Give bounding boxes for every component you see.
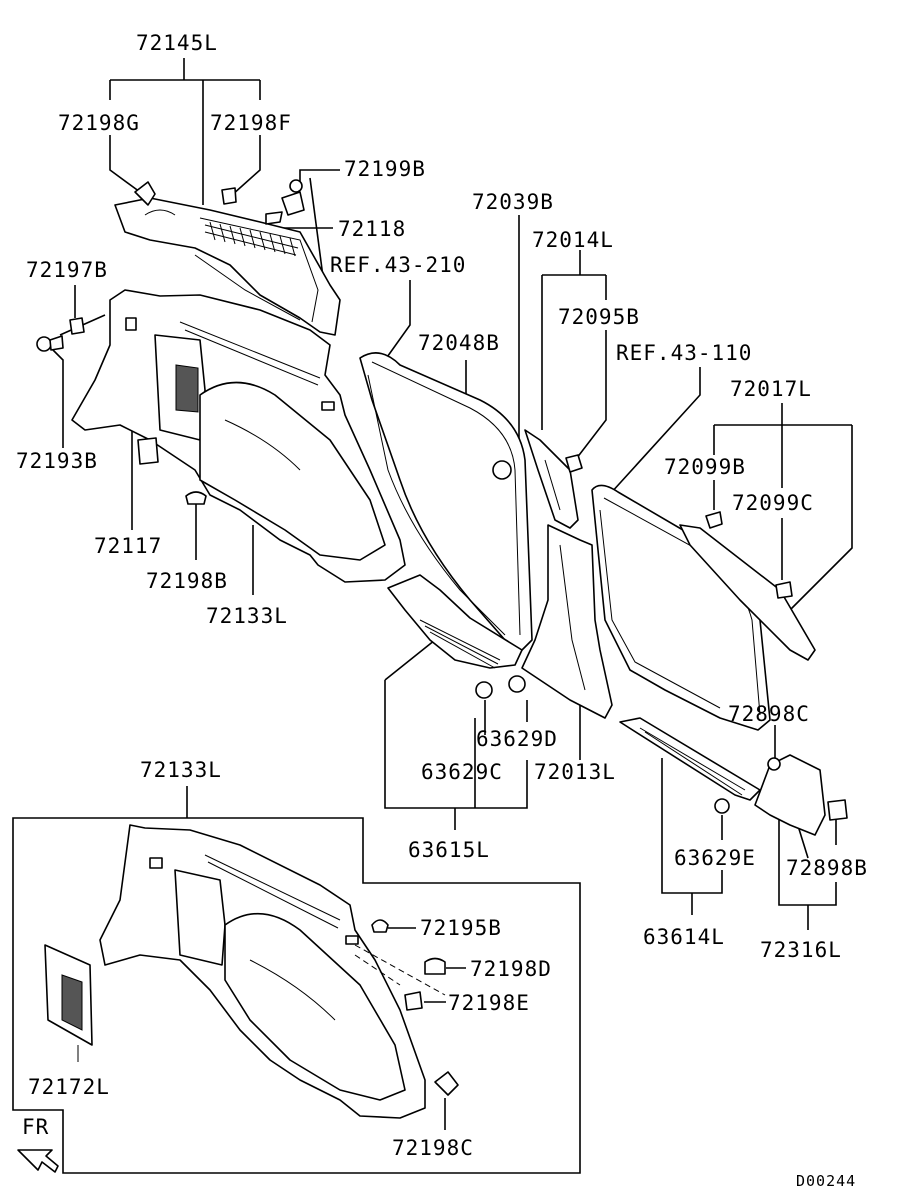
- label-ref-43-210: REF.43-210: [330, 253, 466, 277]
- vent-72172L: [44, 944, 93, 1062]
- label-72193B: 72193B: [16, 449, 98, 473]
- label-72048B: 72048B: [418, 331, 500, 355]
- upper-trim-panel-72145L: [114, 197, 341, 336]
- label-72013L: 72013L: [534, 760, 616, 784]
- screws-left: [36, 317, 207, 505]
- scuff-plate-63614L: [619, 717, 761, 814]
- label-72198E: 72198E: [448, 991, 530, 1015]
- label-72198D: 72198D: [470, 957, 552, 981]
- label-72095B: 72095B: [558, 305, 640, 329]
- corner-trim-72316L: [754, 754, 848, 836]
- door-seal-43-210: [359, 352, 533, 653]
- label-72014L: 72014L: [532, 228, 614, 252]
- pillar-72017L: [679, 511, 816, 661]
- label-72172L: 72172L: [28, 1075, 110, 1099]
- label-72039B: 72039B: [472, 190, 554, 214]
- pillar-72013L: [521, 524, 613, 719]
- label-72898C: 72898C: [728, 702, 810, 726]
- label-72199B: 72199B: [344, 157, 426, 181]
- label-72133L-inset: 72133L: [140, 758, 222, 782]
- label-72117: 72117: [94, 534, 162, 558]
- label-72195B: 72195B: [420, 916, 502, 940]
- label-63615L: 63615L: [408, 838, 490, 862]
- label-72118: 72118: [338, 217, 406, 241]
- inset-small-parts: [354, 919, 466, 1130]
- label-63614L: 63614L: [643, 925, 725, 949]
- label-63629E: 63629E: [674, 846, 756, 870]
- label-72316L: 72316L: [760, 938, 842, 962]
- clips-top: [134, 179, 305, 225]
- label-diagram-code: D00244: [796, 1172, 856, 1187]
- label-72145L: 72145L: [136, 31, 218, 55]
- inset-box: [12, 786, 581, 1174]
- label-72198F: 72198F: [210, 111, 292, 135]
- door-seal-43-110: [591, 484, 771, 731]
- label-72133L-top: 72133L: [206, 604, 288, 628]
- label-72898B: 72898B: [786, 856, 868, 880]
- front-direction-arrow: [17, 1149, 59, 1173]
- label-72099B: 72099B: [664, 455, 746, 479]
- pillar-72014L: [492, 429, 583, 529]
- inset-quarter-trim: [99, 824, 426, 1119]
- label-ref-43-110: REF.43-110: [616, 341, 752, 365]
- label-72197B: 72197B: [26, 258, 108, 282]
- label-72198B: 72198B: [146, 569, 228, 593]
- label-63629D: 63629D: [476, 727, 558, 751]
- label-63629C: 63629C: [421, 760, 503, 784]
- label-72099C: 72099C: [732, 491, 814, 515]
- quarter-trim-72133L: [71, 289, 406, 583]
- label-72198C: 72198C: [392, 1136, 474, 1160]
- label-72198G: 72198G: [58, 111, 140, 135]
- label-fr: FR: [22, 1115, 49, 1139]
- label-72017L: 72017L: [730, 377, 812, 401]
- scuff-plate-63615L: [387, 574, 526, 699]
- part-labels: 72145L 72198G 72198F 72199B 72118 72039B…: [16, 31, 868, 1187]
